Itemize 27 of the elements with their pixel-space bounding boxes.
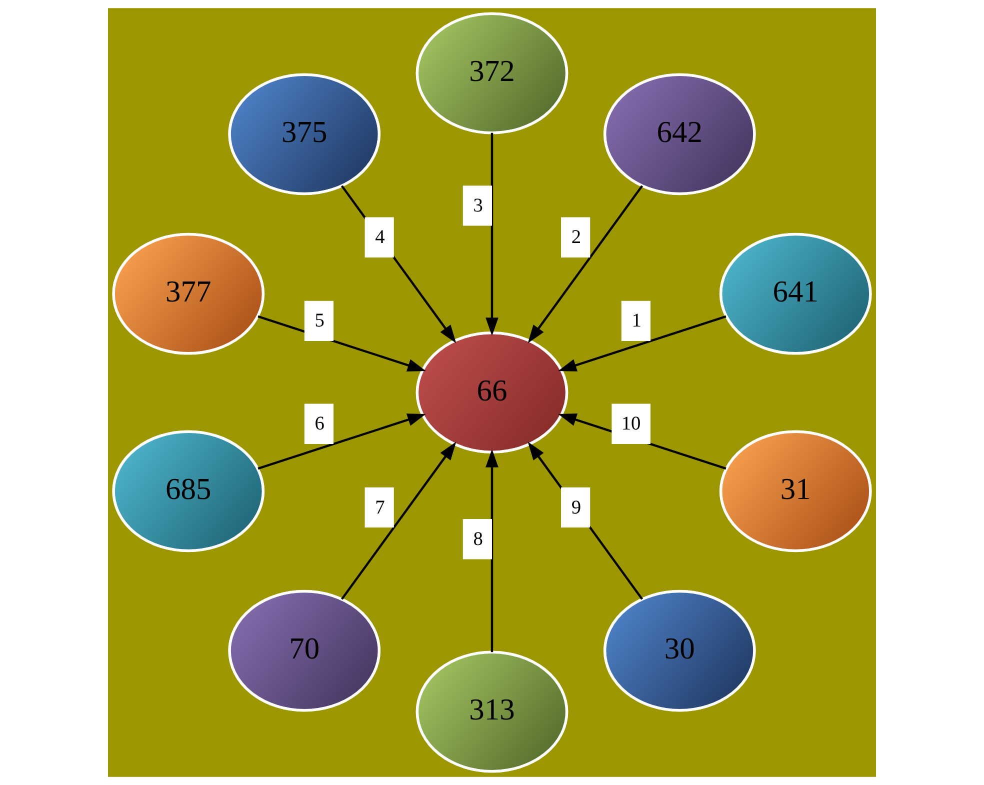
node-ellipse: 30 (603, 590, 756, 712)
node-ellipse: 642 (603, 73, 756, 196)
arrow (258, 414, 426, 470)
arrow (528, 185, 644, 344)
arrow (486, 449, 498, 652)
node-ellipse: 685 (112, 430, 265, 552)
node-ellipse: 70 (228, 590, 381, 712)
node-ellipse: 31 (719, 430, 872, 552)
edge-label: 7 (375, 497, 385, 518)
arrow (558, 315, 726, 372)
edge-label: 9 (571, 497, 582, 518)
edge-label: 2 (571, 227, 582, 248)
arrow (486, 132, 498, 336)
edge-label: 1 (632, 310, 642, 332)
edge-label: 3 (473, 196, 483, 217)
node-ellipse: 313 (416, 650, 568, 773)
node-ellipse: 377 (112, 232, 265, 355)
edge-label: 10 (621, 414, 641, 435)
node-ellipse: 375 (228, 73, 381, 196)
edge-label: 5 (314, 310, 324, 332)
node-ellipse: 66 (416, 332, 568, 454)
edge-label: 4 (375, 227, 385, 248)
node-ellipse: 641 (719, 232, 872, 355)
edge-label: 8 (473, 528, 483, 550)
arrow (340, 442, 456, 600)
edge-label: 6 (314, 414, 324, 435)
node-ellipse: 372 (416, 12, 568, 134)
